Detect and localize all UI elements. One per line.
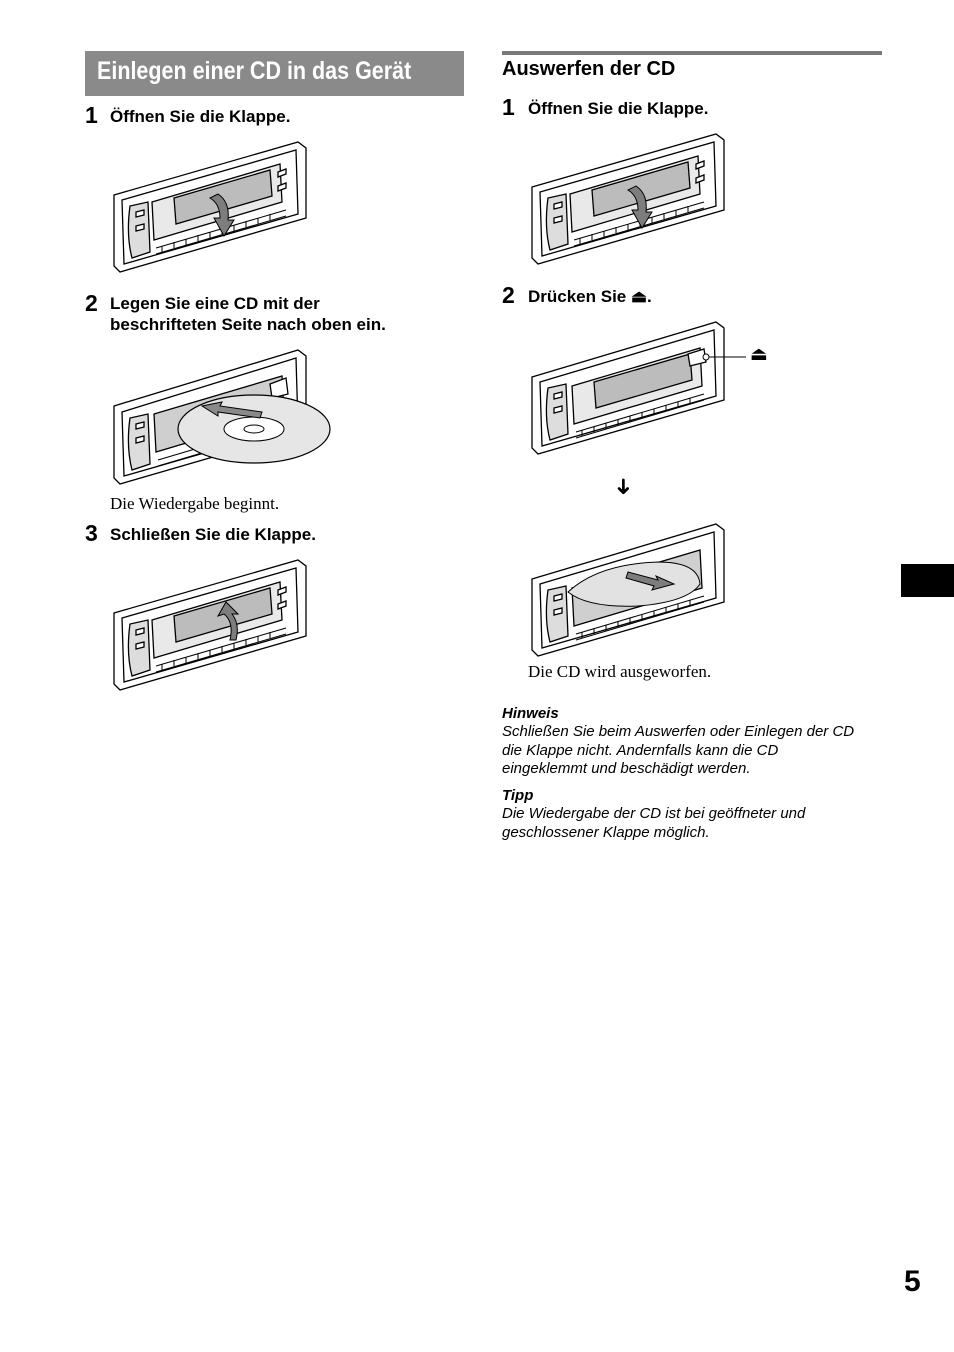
down-arrow-icon: ➜ (610, 477, 636, 496)
insert-cd-illustration (113, 349, 331, 485)
result-text: Die Wiedergabe beginnt. (110, 494, 280, 513)
section-title: Einlegen einer CD in das Gerät (97, 57, 412, 85)
unit-open-illustration (113, 141, 307, 273)
step-text-line: Legen Sie eine CD mit der (110, 294, 320, 313)
note-line: Schließen Sie beim Auswerfen oder Einleg… (502, 723, 855, 740)
tip-line: Die Wiedergabe der CD ist bei geöffneter… (502, 805, 806, 822)
note-line: die Klappe nicht. Andernfalls kann die C… (502, 741, 779, 759)
cd-ejected-illustration (531, 523, 725, 657)
step-text: Schließen Sie die Klappe. (110, 525, 316, 544)
tip-text: Die Wiedergabe der CD ist bei geöffneter… (502, 805, 882, 842)
section-tab-marker (901, 564, 954, 597)
note-text: Schließen Sie beim Auswerfen oder Einleg… (502, 723, 882, 779)
unit-open-illustration (531, 133, 725, 265)
page-number: 5 (904, 1265, 921, 1298)
step-number: 2 (502, 282, 515, 308)
step-text-line: beschrifteten Seite nach oben ein. (110, 315, 386, 334)
section-rule (502, 51, 882, 55)
step-number: 1 (502, 94, 515, 120)
step-text: Öffnen Sie die Klappe. (528, 99, 709, 118)
tip-line: geschlossener Klappe möglich. (502, 823, 710, 841)
tip-heading: Tipp (502, 787, 534, 804)
unit-eject-illustration (531, 321, 746, 455)
step-number: 1 (85, 102, 98, 128)
step-text: Drücken Sie ⏏. (528, 287, 652, 306)
step-number: 3 (85, 520, 98, 546)
note-heading: Hinweis (502, 705, 559, 722)
unit-close-illustration (113, 559, 307, 691)
result-text: Die CD wird ausgeworfen. (528, 662, 712, 681)
step-number: 2 (85, 290, 98, 316)
section-title-bar: Einlegen einer CD in das Gerät (85, 51, 464, 96)
eject-icon: ⏏ (750, 343, 768, 365)
step-text: Öffnen Sie die Klappe. (110, 107, 291, 126)
section-heading: Auswerfen der CD (502, 58, 676, 80)
note-line: eingeklemmt und beschädigt werden. (502, 760, 751, 777)
